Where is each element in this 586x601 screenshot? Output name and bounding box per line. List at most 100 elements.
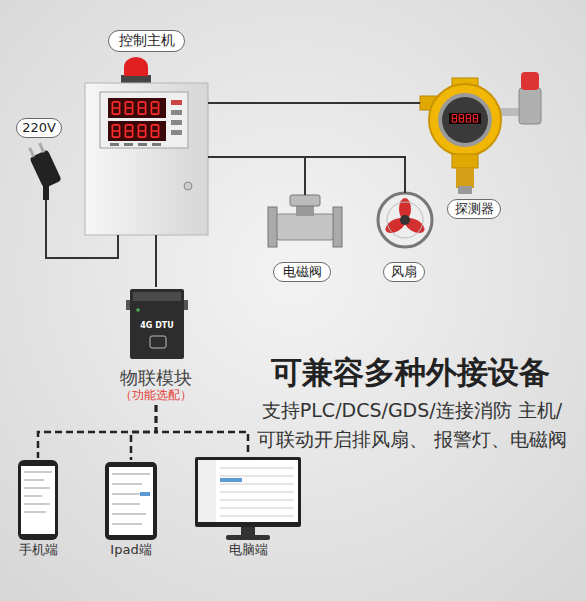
signal-wire [155,235,157,287]
beacon-base [121,75,151,83]
node-label: Ipad端 [100,542,162,558]
tablet-screen [109,467,153,535]
led-digit [452,114,456,121]
power-plug: 220V [16,118,76,200]
module-art [126,289,188,359]
fan-hub [400,215,410,225]
detector-bezel [438,93,492,147]
monitor-frame [195,457,301,527]
iot-module: 物联模块（功能选配） [110,287,202,405]
led-digit [112,102,119,114]
detector-neck [452,154,478,168]
valve-flange [268,207,277,247]
indicator [171,130,182,135]
cabinet [85,83,208,235]
plug-pin [28,147,35,157]
led-digit [112,125,119,137]
fan-ring [378,193,432,247]
device-marking: 4G DTU [132,321,182,331]
indicator [171,110,182,115]
keyhole [184,182,192,190]
node-label: 手机端 [12,542,64,558]
phone-client: 手机端 [12,458,64,558]
detector-glass [442,97,488,143]
network-link [131,405,156,460]
gas-detector: 探测器 [420,78,508,220]
detector-housing [429,84,501,156]
fan-grill [387,202,423,238]
screen-sidebar [198,460,216,522]
detector-art [420,72,541,194]
dtu-terminal [133,292,181,301]
control-box-art [85,57,208,235]
solenoid-valve: 电磁阀 [268,195,342,283]
indicator [171,120,182,125]
button [138,143,147,146]
dtu-body [130,289,184,359]
pc-client: 电脑端 [192,455,304,558]
led-digit [151,125,158,137]
valve-coil [290,195,320,206]
button [124,143,133,146]
detector-cap [458,186,472,194]
detector-display [449,113,481,124]
plug-pin [38,143,45,153]
screen-lines [24,472,52,512]
led-digit [473,114,477,121]
indicator [171,100,182,105]
signal-wire [208,157,305,195]
led-digit [459,114,463,121]
led-digit [125,125,132,137]
phone-art [18,460,58,540]
monitor-neck [241,527,255,536]
sensor-cylinder [519,88,541,124]
led-display [108,98,166,118]
plug-body [26,141,62,188]
signal-wire [208,157,405,193]
sensor-cap [521,72,539,90]
phone-frame [18,460,58,540]
dtu-logo [150,336,166,348]
valve-art [268,195,342,247]
led-digit [466,114,470,121]
screen-lines [112,474,150,524]
monitor-art [195,457,301,540]
led-digit [125,102,132,114]
signal-wire [208,102,420,104]
front-panel [100,92,188,148]
name-tag: 220V [16,118,62,138]
screen-button [140,492,150,496]
tablet-client: Ipad端 [100,460,162,558]
button [110,143,119,146]
node-label: 电脑端 [192,542,304,558]
monitor-screen [198,460,298,522]
tablet-art [105,462,157,540]
exhaust-fan: 风扇 [375,193,435,283]
led-display [108,121,166,141]
tablet-frame [105,462,157,540]
feature-text: 支持PLC/DCS/GDS/连接消防 主机/可联动开启排风扇、 报警灯、电磁阀 [252,396,572,454]
fan-art [378,193,432,247]
name-tag: 电磁阀 [273,262,331,282]
dtu-led [136,308,140,312]
network-link [156,405,248,455]
button [152,143,161,146]
led-digit [138,102,145,114]
beacon-dome [124,57,148,76]
screen-button [220,478,242,482]
node-label: （功能选配） [110,388,202,403]
led-digit [151,102,158,114]
detector-sensor [456,168,474,188]
main-heading: 可兼容多种外接设备 [240,352,580,392]
name-tag: 探测器 [447,199,501,219]
monitor-base [226,535,270,540]
phone-screen [21,466,55,534]
valve-body [276,214,334,240]
name-tag: 风扇 [383,262,425,282]
name-tag: 控制主机 [108,30,185,52]
plug-art [26,141,62,200]
